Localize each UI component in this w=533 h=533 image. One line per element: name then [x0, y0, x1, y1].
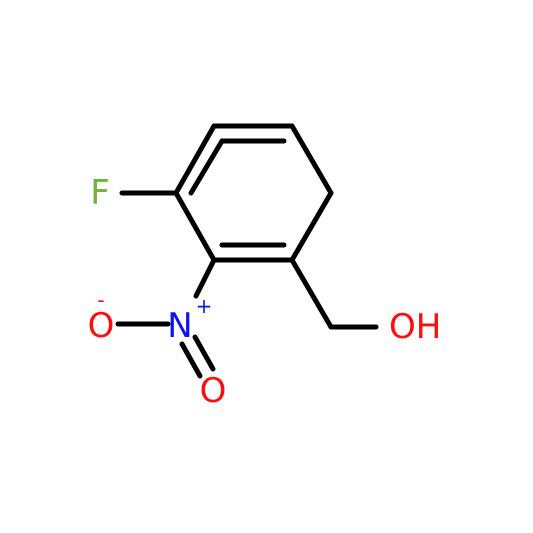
ring-inner-double-left — [188, 138, 225, 196]
hydroxyl-label: OH — [389, 307, 441, 347]
ring-bond-3 — [289, 190, 334, 263]
bond-n-o-double-b — [192, 334, 216, 372]
fluorine-atom-label: F — [90, 173, 110, 213]
bond-n-o-double-a — [179, 341, 203, 379]
oxygen-minus-charge: - — [97, 288, 104, 312]
bond-c-n — [193, 257, 217, 299]
bond-c-ch2 — [289, 257, 334, 330]
nitrogen-atom-label: N — [167, 306, 192, 346]
ring-bond-5 — [173, 190, 217, 263]
ring-bond-2 — [289, 123, 334, 196]
oxygen-double-atom-label: O — [200, 371, 227, 411]
oxygen-minus-atom-label: O — [88, 306, 115, 346]
ring-bond-6 — [173, 123, 217, 196]
nitrogen-charge: + — [196, 294, 213, 318]
